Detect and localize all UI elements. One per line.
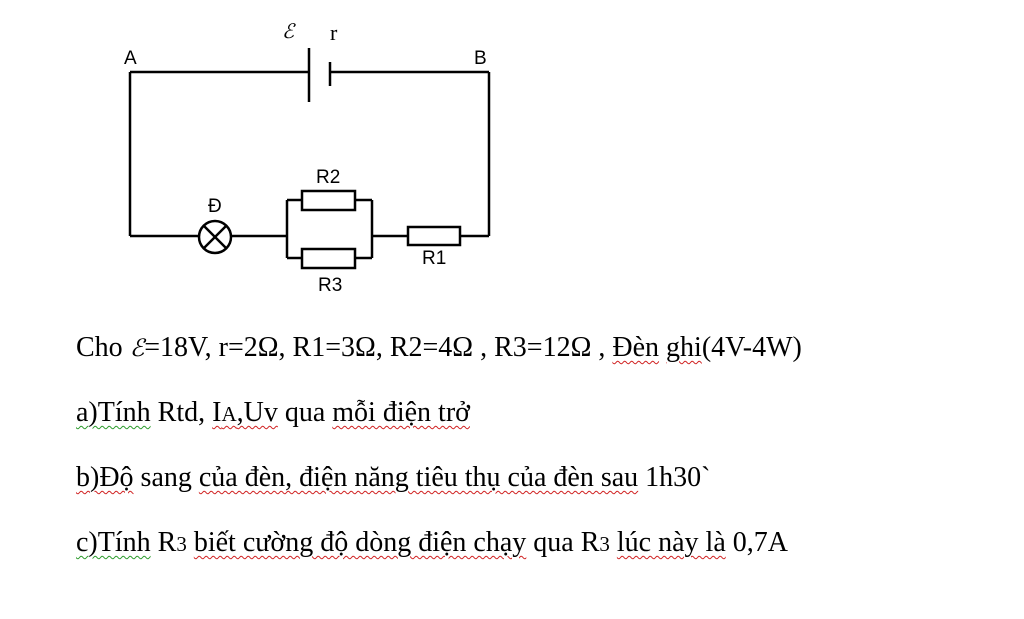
question-a: a)Tính Rtd, IA,Uv qua mỗi điện trở [76,397,470,428]
question-c: c)Tính R3 biết cường độ dòng điện chạy q… [76,527,788,558]
r2-label: R2 [316,167,340,188]
resistor-r1 [406,225,462,247]
problem-given-values: Cho ℰ=18V, r=2Ω, R1=3Ω, R2=4Ω , R3=12Ω ,… [76,332,802,363]
lamp-symbol [197,219,233,255]
r3-label: R3 [318,275,342,296]
lamp-label: Đ [208,196,222,217]
circuit-diagram: A B ℰ r Đ R2 R3 R1 [124,19,491,296]
internal-r-label: r [330,20,338,45]
emf-label: ℰ [282,19,296,43]
node-a-label: A [124,48,137,69]
question-b: b)Độ sang của đèn, điện năng tiêu thụ củ… [76,462,711,493]
r1-label: R1 [422,248,446,269]
node-b-label: B [474,48,487,69]
resistor-r2 [300,189,357,212]
resistor-r3 [300,247,357,270]
